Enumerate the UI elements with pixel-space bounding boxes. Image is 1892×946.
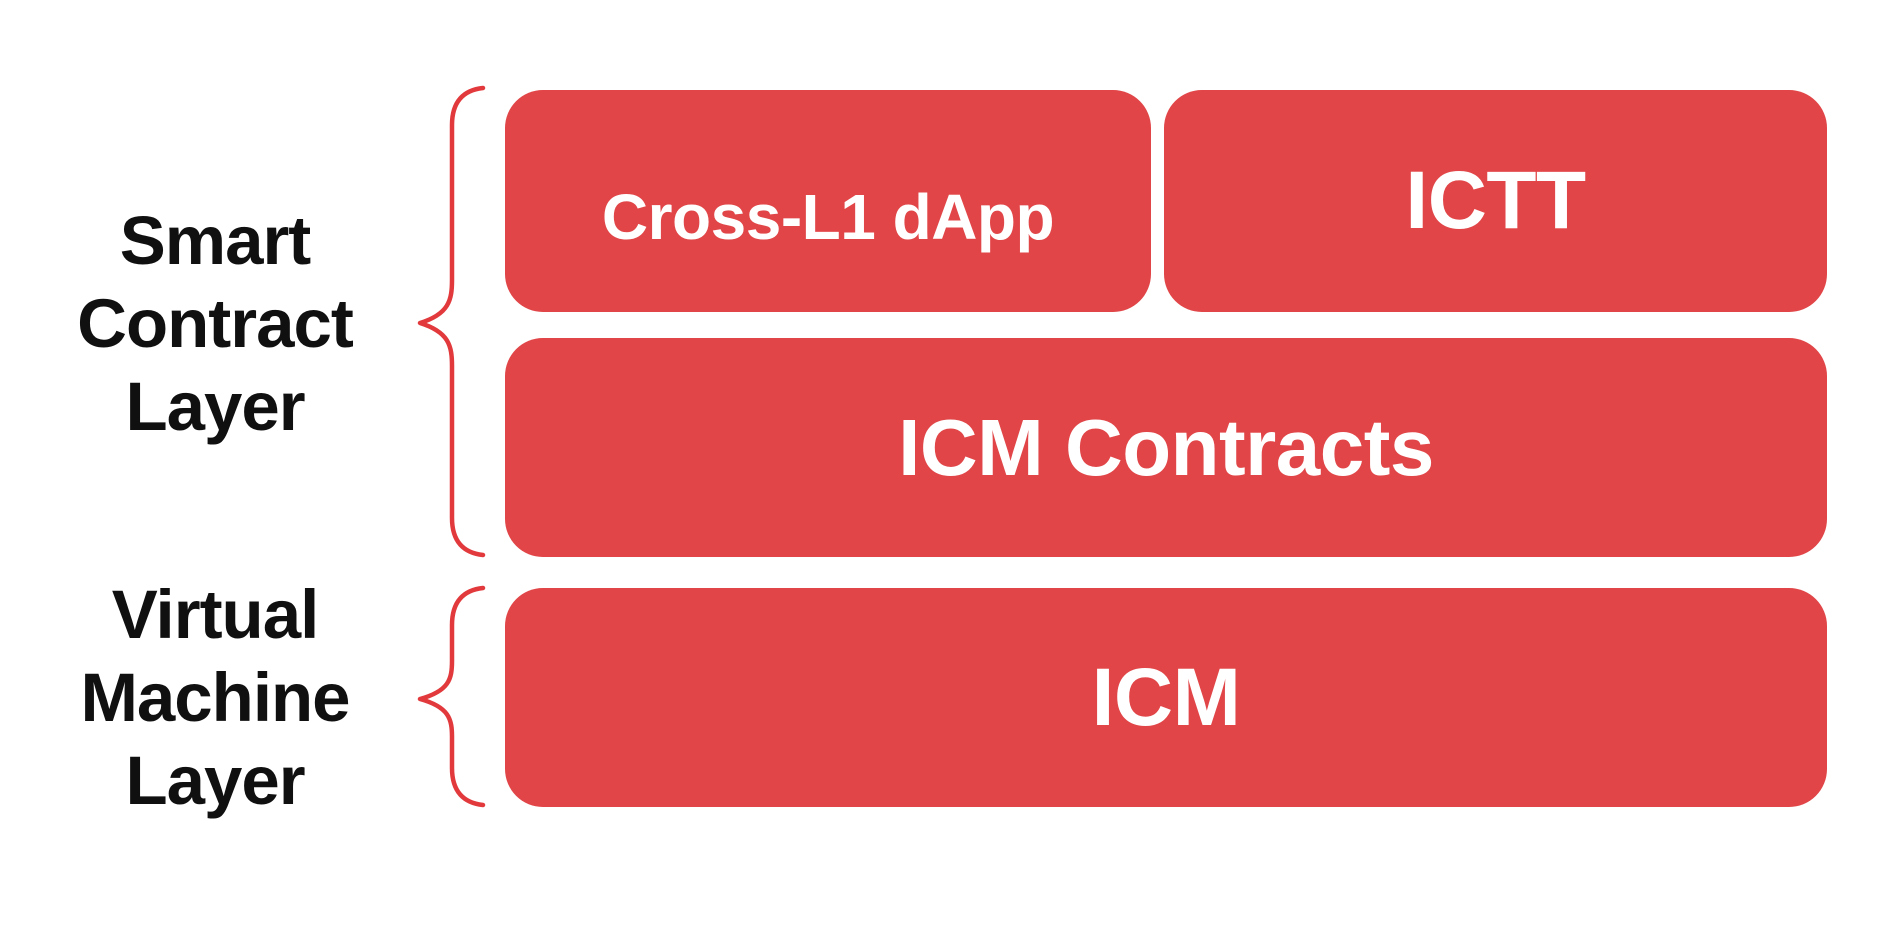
- brace-path: [417, 85, 486, 558]
- box-icm-contracts-label: ICM Contracts: [898, 402, 1434, 492]
- label-line: Layer: [125, 368, 305, 445]
- box-icm-contracts: ICM Contracts: [505, 338, 1827, 557]
- box-cross-l1-dapp: Cross-L1 dApp: [505, 90, 1151, 312]
- label-smart-contract-layer: Smart Contract Layer: [0, 199, 430, 448]
- label-line: Machine: [80, 659, 350, 736]
- label-line: Contract: [77, 285, 354, 362]
- label-line: Virtual: [111, 576, 319, 653]
- box-icm-label: ICM: [1091, 651, 1241, 743]
- box-icm: ICM: [505, 588, 1827, 807]
- curly-brace-virtual-machine: [417, 585, 486, 808]
- box-cross-l1-dapp-label: Cross-L1 dApp: [601, 181, 1055, 253]
- brace-path: [417, 585, 486, 808]
- curly-brace-smart-contract: [417, 85, 486, 558]
- label-line: Layer: [125, 742, 305, 819]
- box-ictt: ICTT: [1164, 90, 1827, 312]
- label-line: Smart: [119, 202, 312, 279]
- box-ictt-label: ICTT: [1405, 155, 1586, 246]
- label-virtual-machine-layer: Virtual Machine Layer: [0, 573, 430, 822]
